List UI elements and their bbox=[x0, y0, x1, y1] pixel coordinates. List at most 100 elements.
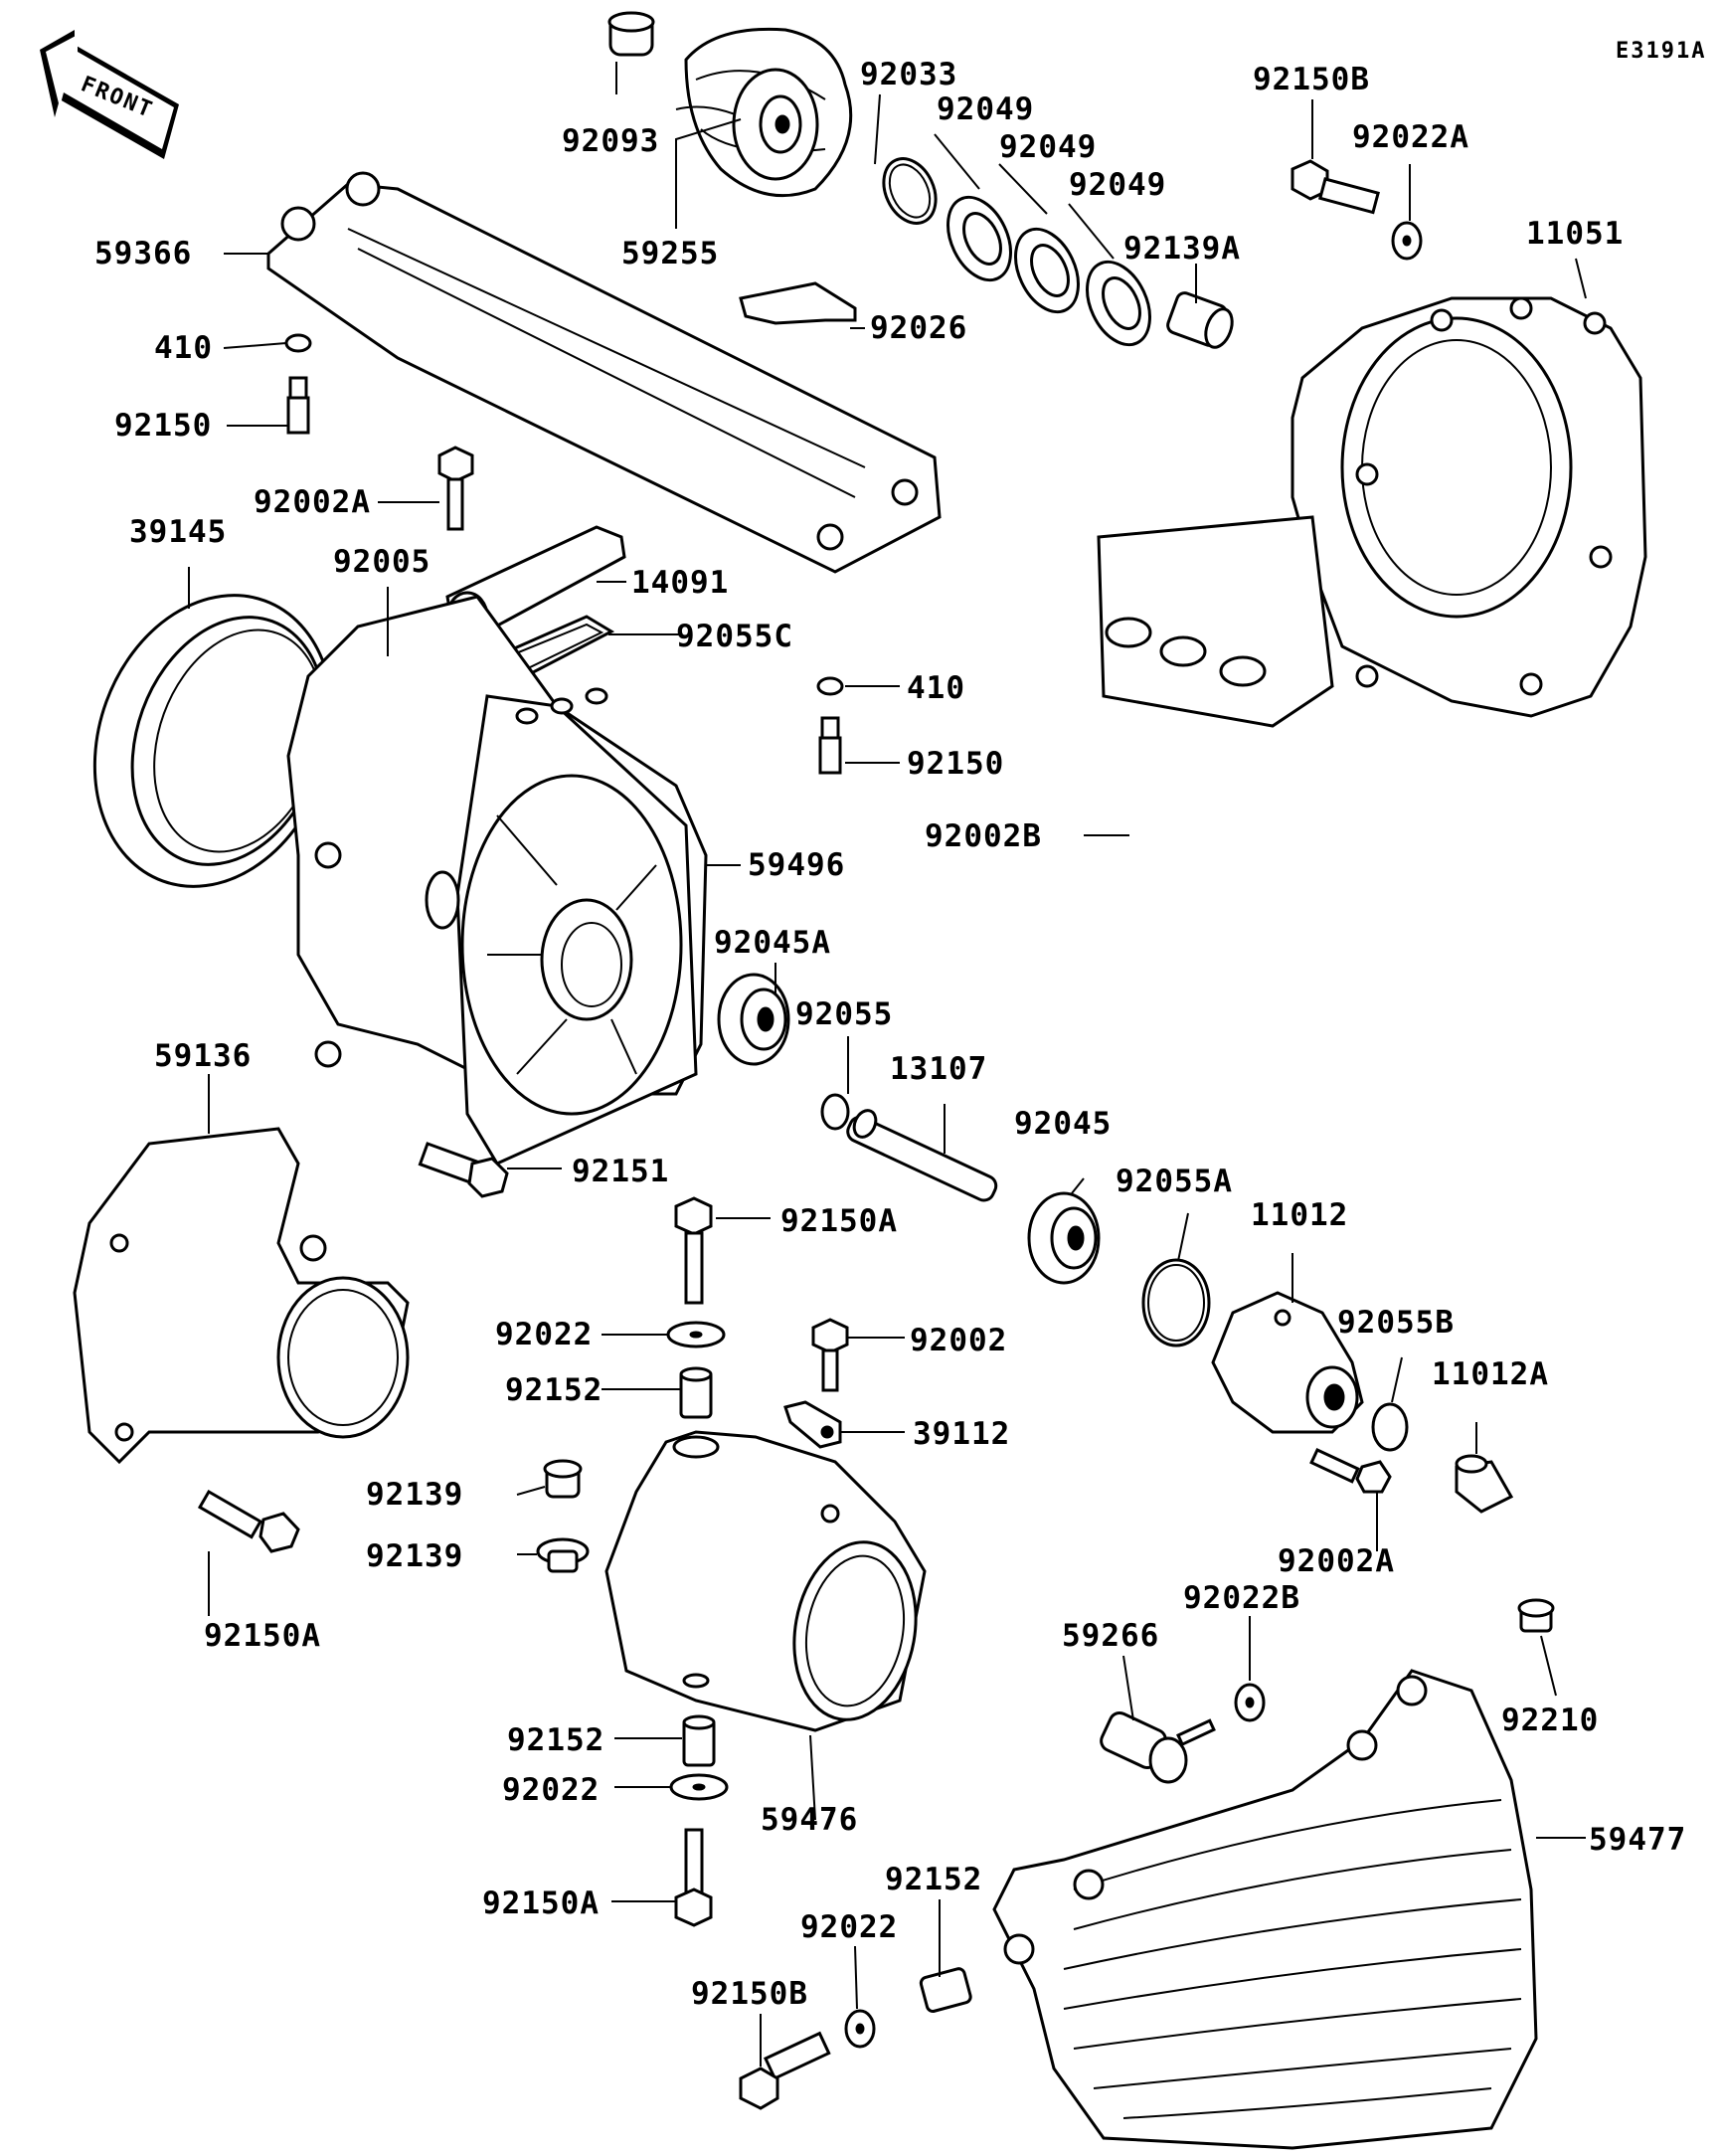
label-92022-upper: 92022 bbox=[495, 1317, 593, 1352]
label-410-b: 410 bbox=[907, 670, 965, 706]
bolt-92151-drawing bbox=[418, 1142, 509, 1198]
washer-410-mid-drawing bbox=[816, 676, 844, 696]
collar-92152-upper-drawing bbox=[679, 1366, 713, 1419]
label-92150a-bottom: 92150A bbox=[482, 1886, 600, 1921]
label-92139-lower: 92139 bbox=[366, 1538, 463, 1574]
screw-92002-drawing bbox=[811, 1318, 849, 1392]
steering-nozzle-59476-drawing bbox=[604, 1430, 927, 1732]
reverse-bucket-59477-drawing bbox=[992, 1669, 1538, 2150]
bolt-92150b-bottom-drawing bbox=[739, 2031, 831, 2110]
label-11051: 11051 bbox=[1526, 216, 1624, 252]
label-59476: 59476 bbox=[761, 1802, 858, 1838]
label-59366: 59366 bbox=[94, 236, 192, 271]
label-92139-upper: 92139 bbox=[366, 1477, 463, 1513]
plate-92026-drawing bbox=[739, 281, 857, 325]
pump-case-59496-drawing bbox=[286, 595, 708, 1166]
label-92152-lower: 92152 bbox=[507, 1722, 604, 1758]
ring-39145-drawing bbox=[92, 594, 335, 888]
bushing-92093-drawing bbox=[607, 11, 655, 57]
label-59136: 59136 bbox=[154, 1038, 252, 1074]
nut-92210-drawing bbox=[1517, 1598, 1555, 1633]
label-92049-c: 92049 bbox=[1069, 167, 1166, 203]
bolt-92150a-upper-drawing bbox=[674, 1196, 713, 1305]
label-92210: 92210 bbox=[1501, 1703, 1599, 1738]
label-92055a: 92055A bbox=[1116, 1164, 1233, 1199]
bearing-92045a-drawing bbox=[717, 973, 790, 1066]
label-59496: 59496 bbox=[748, 847, 845, 883]
bushing-92139-upper-drawing bbox=[543, 1459, 583, 1499]
label-92002b: 92002B bbox=[925, 818, 1042, 854]
label-92152-bottom: 92152 bbox=[885, 1862, 982, 1897]
washer-92022-bottom-drawing bbox=[844, 2009, 876, 2049]
fitting-59266-drawing bbox=[1100, 1710, 1216, 1784]
label-59477: 59477 bbox=[1589, 1822, 1686, 1858]
cap-11012-drawing bbox=[1211, 1291, 1364, 1434]
label-92055b: 92055B bbox=[1337, 1305, 1455, 1341]
label-39145: 39145 bbox=[129, 514, 227, 550]
label-92033: 92033 bbox=[860, 57, 957, 92]
label-92150-a: 92150 bbox=[114, 408, 212, 444]
bolt-92150-left-drawing bbox=[286, 376, 310, 435]
bearing-92045-drawing bbox=[1027, 1191, 1101, 1285]
bushing-92139-lower-drawing bbox=[536, 1537, 590, 1573]
impeller-59255-drawing bbox=[675, 27, 853, 198]
circlip-92033-drawing bbox=[882, 157, 938, 225]
part-labels: 92093 59255 92033 92049 92049 92049 9213… bbox=[94, 57, 1686, 2012]
leader-lines bbox=[188, 62, 1587, 2066]
label-92152-upper: 92152 bbox=[505, 1372, 602, 1408]
diagram-code: E3191A bbox=[1616, 39, 1706, 64]
label-92150a-upper: 92150A bbox=[780, 1203, 898, 1239]
cover-plate-59366-drawing bbox=[266, 171, 942, 574]
label-92002a-top: 92002A bbox=[254, 484, 371, 520]
label-92005: 92005 bbox=[333, 544, 430, 580]
collar-92152-bottom-drawing bbox=[919, 1967, 972, 2013]
label-92022b: 92022B bbox=[1183, 1580, 1300, 1616]
label-92049-b: 92049 bbox=[999, 129, 1097, 165]
bolt-92150b-top-drawing bbox=[1291, 159, 1380, 215]
label-59255: 59255 bbox=[621, 236, 719, 271]
label-92139a: 92139A bbox=[1123, 231, 1241, 267]
label-11012: 11012 bbox=[1251, 1197, 1348, 1233]
label-92002: 92002 bbox=[910, 1323, 1007, 1358]
bolt-92150-mid-drawing bbox=[818, 716, 842, 775]
o-ring-92055a-drawing bbox=[1141, 1258, 1211, 1348]
label-14091: 14091 bbox=[631, 565, 729, 601]
label-92150a-left: 92150A bbox=[204, 1618, 321, 1654]
label-92055c: 92055C bbox=[676, 619, 793, 654]
bolt-92150a-bottom-drawing bbox=[674, 1828, 713, 1927]
label-92045: 92045 bbox=[1014, 1106, 1112, 1142]
label-92026: 92026 bbox=[870, 310, 967, 346]
lever-39112-drawing bbox=[783, 1400, 842, 1449]
washer-92022b-drawing bbox=[1234, 1683, 1266, 1722]
label-92049-a: 92049 bbox=[937, 91, 1034, 127]
label-11012a: 11012A bbox=[1432, 1356, 1549, 1392]
label-92002a-lower: 92002A bbox=[1278, 1543, 1395, 1579]
label-92022-lower: 92022 bbox=[502, 1772, 600, 1808]
o-ring-92055b-drawing bbox=[1371, 1402, 1409, 1452]
label-92055: 92055 bbox=[795, 996, 893, 1032]
oil-seal-92049-b-drawing bbox=[1014, 227, 1080, 314]
label-92022-bottom: 92022 bbox=[800, 1909, 898, 1945]
washer-92022-upper-drawing bbox=[666, 1321, 726, 1348]
label-92045a: 92045A bbox=[714, 925, 831, 961]
washer-92022a-drawing bbox=[1391, 221, 1423, 261]
plug-11012a-drawing bbox=[1455, 1454, 1514, 1514]
label-59266: 59266 bbox=[1062, 1618, 1159, 1654]
label-92150b-top: 92150B bbox=[1253, 62, 1370, 97]
o-ring-92055-drawing bbox=[820, 1093, 850, 1131]
screw-92002a-top-drawing bbox=[437, 446, 474, 531]
collar-92139a-drawing bbox=[1166, 291, 1234, 349]
washer-92022-lower-drawing bbox=[669, 1773, 729, 1801]
label-92151: 92151 bbox=[572, 1154, 669, 1189]
oil-seal-92049-c-drawing bbox=[1086, 260, 1151, 347]
label-92150-b: 92150 bbox=[907, 746, 1004, 782]
washer-410-left-drawing bbox=[284, 333, 312, 353]
bracket-11051-drawing bbox=[1097, 296, 1647, 728]
label-410-a: 410 bbox=[154, 330, 213, 366]
shaft-13107-drawing bbox=[846, 1109, 998, 1202]
label-13107: 13107 bbox=[890, 1051, 987, 1087]
screw-92002a-lower-drawing bbox=[1309, 1448, 1392, 1494]
label-92150b-bottom: 92150B bbox=[691, 1976, 808, 2012]
nozzle-59136-drawing bbox=[73, 1127, 410, 1465]
